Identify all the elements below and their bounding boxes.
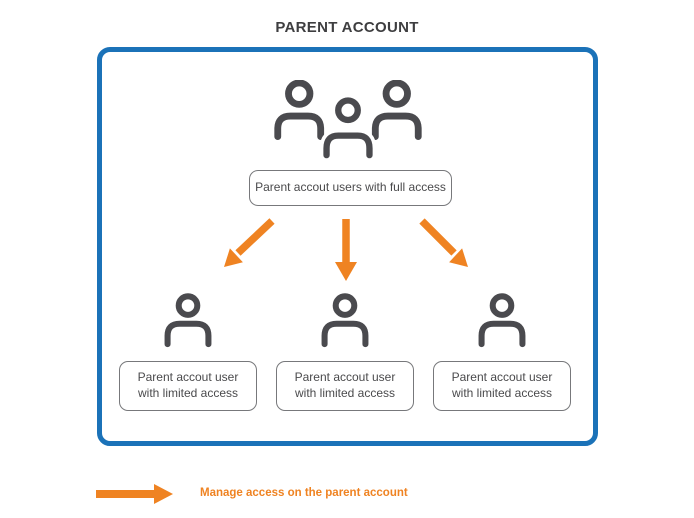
user-group-icon [274,80,422,160]
limited-access-box: Parent accout user with limited access [119,361,257,411]
limited-access-label: Parent accout user with limited access [294,370,396,400]
orange-right-arrow-icon [96,484,173,504]
orange-down-arrows-icon [224,218,468,281]
single-user-icon [319,292,371,348]
single-user-icon [162,292,214,348]
limited-access-label: Parent accout user with limited access [451,370,553,400]
limited-access-label: Parent accout user with limited access [137,370,239,400]
page-title: PARENT ACCOUNT [275,19,419,36]
limited-access-box: Parent accout user with limited access [276,361,414,411]
full-access-box: Parent accout users with full access [249,170,452,206]
full-access-label: Parent accout users with full access [255,180,446,195]
single-user-icon [476,292,528,348]
legend-label: Manage access on the parent account [200,487,408,499]
limited-access-box: Parent accout user with limited access [433,361,571,411]
